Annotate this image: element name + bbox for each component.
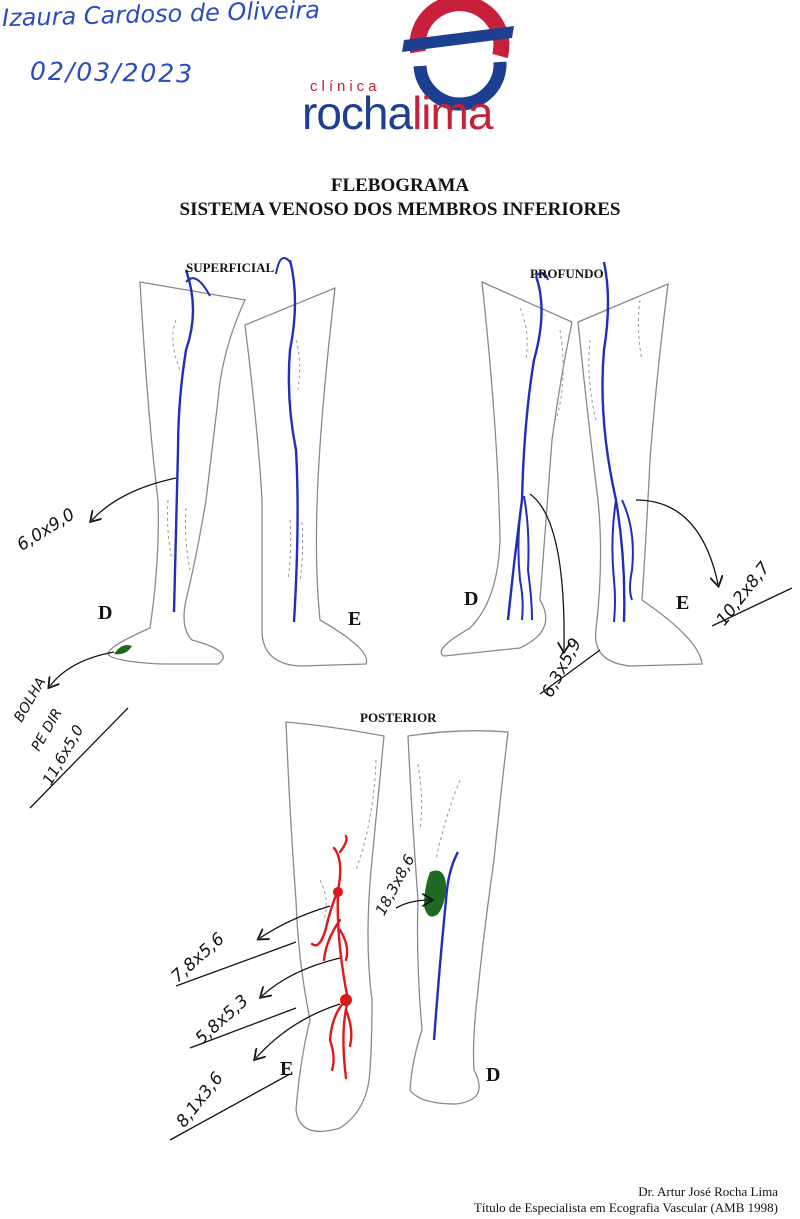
posterior-varicose-node-2 <box>340 994 352 1006</box>
posterior-right-lesion <box>424 870 446 917</box>
doctor-credential: Título de Especialista em Ecografia Vasc… <box>473 1200 778 1215</box>
posterior-left-varicose-veins <box>310 834 353 1080</box>
measurement-leader-lines <box>50 477 718 1058</box>
superficial-left-leg-contours <box>287 339 304 583</box>
superficial-right-leg-outline <box>107 281 246 665</box>
superficial-side-right: D <box>98 602 113 624</box>
foot-blister-lesion <box>114 645 132 655</box>
doctor-name: Dr. Artur José Rocha Lima <box>638 1184 778 1199</box>
report-subtitle: SISTEMA VENOSO DOS MEMBROS INFERIORES <box>179 199 621 220</box>
measurement-underlines <box>29 587 793 1141</box>
logo-word-lima: lima <box>412 87 493 139</box>
profundo-right-vein-branch-a <box>517 499 524 621</box>
label-superficial: SUPERFICIAL <box>186 260 275 275</box>
posterior-right-leg-contours <box>417 763 461 861</box>
profundo-right-vein-branch-b <box>523 495 533 621</box>
superficial-right-vein <box>172 269 195 613</box>
label-posterior: POSTERIOR <box>360 710 437 725</box>
superficial-right-vein-branch <box>185 277 211 297</box>
profundo-left-leg-outline <box>577 282 703 667</box>
posterior-varicose-node-1 <box>333 887 343 897</box>
logo-wordmark: rochalima <box>302 86 493 140</box>
posterior-side-left: E <box>280 1058 294 1080</box>
logo-word-rocha: rocha <box>302 87 413 139</box>
superficial-left-vein <box>287 259 299 623</box>
profundo-side-left: E <box>676 592 690 614</box>
clinic-logo: clínica rochalima <box>300 0 570 140</box>
logo-prefix: clínica <box>310 78 381 95</box>
report-title: FLEBOGRAMA <box>330 175 470 196</box>
posterior-left-leg-contours <box>319 759 377 921</box>
profundo-right-vein <box>506 275 543 621</box>
superficial-side-left: E <box>348 608 362 630</box>
profundo-right-vein-top <box>535 271 549 281</box>
profundo-right-leg-outline <box>440 280 573 657</box>
profundo-side-right: D <box>464 588 479 610</box>
posterior-side-right: D <box>486 1064 501 1086</box>
label-profundo: PROFUNDO <box>530 266 604 281</box>
posterior-left-leg-outline <box>285 721 385 1133</box>
profundo-left-vein <box>601 261 626 623</box>
posterior-right-vein <box>432 851 460 1041</box>
profundo-right-leg-contours <box>519 307 564 421</box>
profundo-left-vein-branch-a <box>611 499 617 623</box>
profundo-left-leg-contours <box>588 299 643 421</box>
superficial-right-leg-contours <box>167 319 191 571</box>
profundo-left-vein-branch-b <box>621 499 634 601</box>
logo-emblem-icon <box>402 0 514 111</box>
superficial-left-vein-branch <box>275 257 291 275</box>
posterior-right-leg-outline <box>407 730 509 1105</box>
superficial-left-leg-outline <box>244 286 368 667</box>
